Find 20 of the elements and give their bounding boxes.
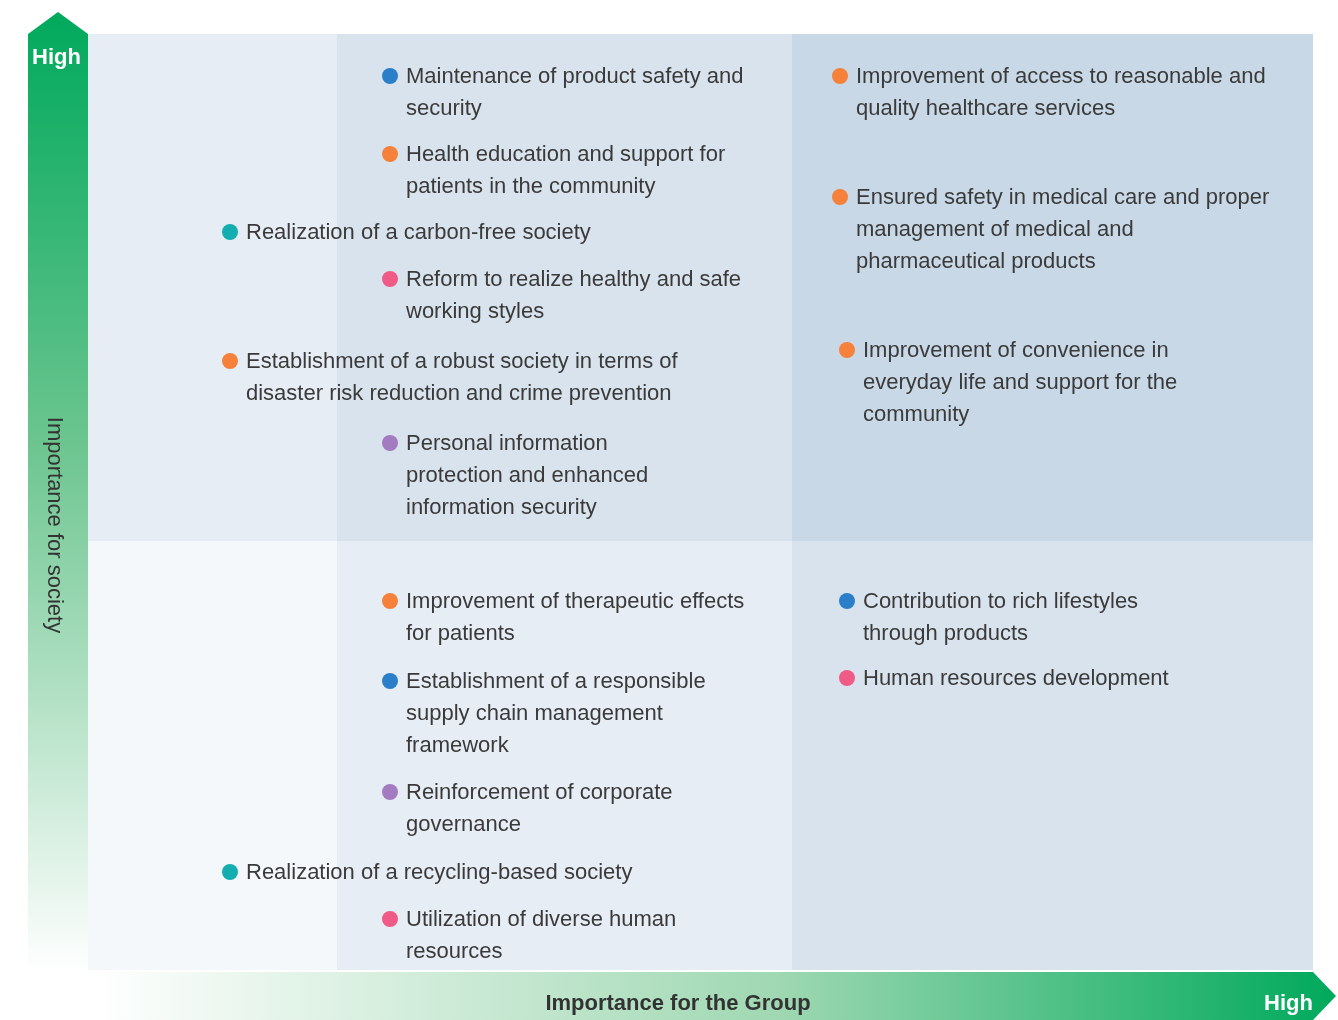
- item-text: Realization of a carbon-free society: [246, 218, 592, 246]
- item-text: Improvement of therapeutic effects for patients: [406, 587, 746, 647]
- axis-label: High: [1264, 990, 1313, 1016]
- item-text: Reform to realize healthy and safe working styles: [406, 265, 743, 325]
- item-text: Health education and support for patients in the community: [406, 140, 727, 200]
- item-text: Realization of a recycling-based society: [246, 858, 634, 886]
- item-text: Improvement of convenience in everyday life and support for the community: [863, 336, 1179, 428]
- item-text: Contribution to rich lifestyles through products: [863, 587, 1140, 647]
- item-text: Ensured safety in medical care and proper management of medical and pharmaceutical products: [856, 183, 1271, 275]
- item-text: Improvement of access to reasonable and quality healthcare services: [856, 62, 1267, 122]
- item-text: Human resources development: [863, 664, 1170, 692]
- item-text: Utilization of diverse human resources: [406, 905, 678, 965]
- axis-title: Importance for the Group: [545, 990, 811, 1016]
- axis-title: Importance for society: [42, 416, 68, 634]
- item-text: Personal information protection and enhanced information security: [406, 429, 650, 521]
- item-text: Establishment of a robust society in terms of disaster risk reduction and crime prevention: [246, 347, 679, 407]
- item-text: Maintenance of product safety and security: [406, 62, 745, 122]
- item-text: Reinforcement of corporate governance: [406, 778, 674, 838]
- item-text: Establishment of a responsible supply chain management framework: [406, 667, 707, 759]
- axis-label: High: [32, 44, 81, 70]
